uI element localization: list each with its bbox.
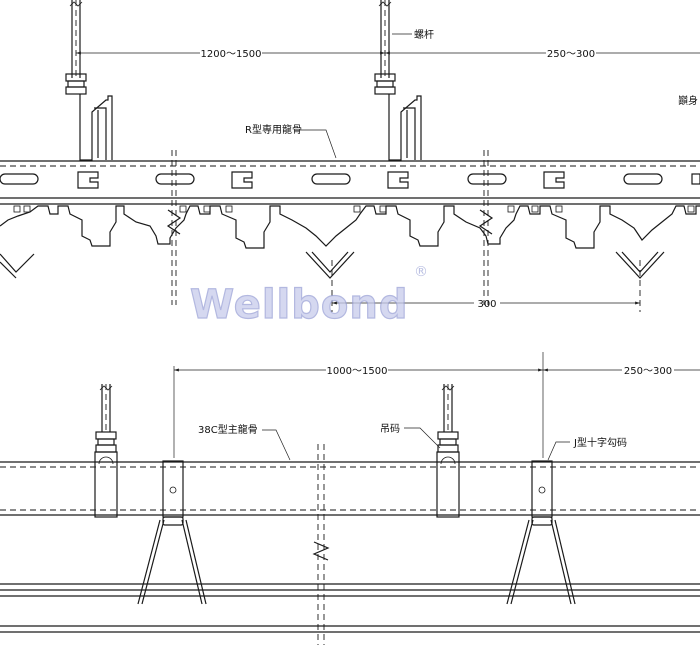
keel-teeth [0,205,700,249]
bottom-elevation: 1000～1500 250～300 38C型主龍骨 吊码 J型十字勾码 [0,352,700,645]
label-r-keel: R型専用龍骨 [245,123,302,136]
break-lines-bottom [312,444,330,645]
dimension-bottom-span-label: 1000～1500 [327,366,388,377]
leader-hanger [404,427,441,449]
j-hook-left [137,460,207,605]
leader-main-keel [262,429,291,461]
dimension-top-span-label: 1200～1500 [201,49,262,60]
bottom-rod-left [95,384,117,453]
keel-slots [0,171,700,189]
bottom-rod-right [437,384,459,453]
hanger-bracket-left [79,94,113,161]
r-keel-bar [0,160,700,205]
label-cut-edge: 巓身 [678,94,698,107]
main-keel-bar [0,461,700,516]
j-hook-right [506,460,576,605]
watermark-text: Wellbond [190,282,408,328]
label-main-keel: 38C型主龍骨 [198,423,258,436]
leader-j-hook [547,441,570,461]
label-rod: 螺杆 [414,29,434,41]
v-bracing [0,251,665,279]
leader-r-keel [300,129,337,159]
top-elevation: 1200～1500 250～300 300 螺杆 R型専用龍骨 巓身 [0,0,700,312]
threaded-rod-right [374,0,396,95]
dimension-bottom-edge-label: 250～300 [624,366,672,377]
threaded-rod-left [65,0,87,95]
label-j-hook: J型十字勾码 [573,436,627,449]
label-hanger: 吊码 [380,423,400,435]
dimension-top-edge-label: 250～300 [547,49,595,60]
dimension-top-pitch-label: 300 [477,299,496,310]
watermark: Wellbond ® [189,264,428,329]
watermark-mark: ® [414,264,428,280]
panel-rails [0,583,700,633]
hanger-bracket-right [388,94,422,161]
